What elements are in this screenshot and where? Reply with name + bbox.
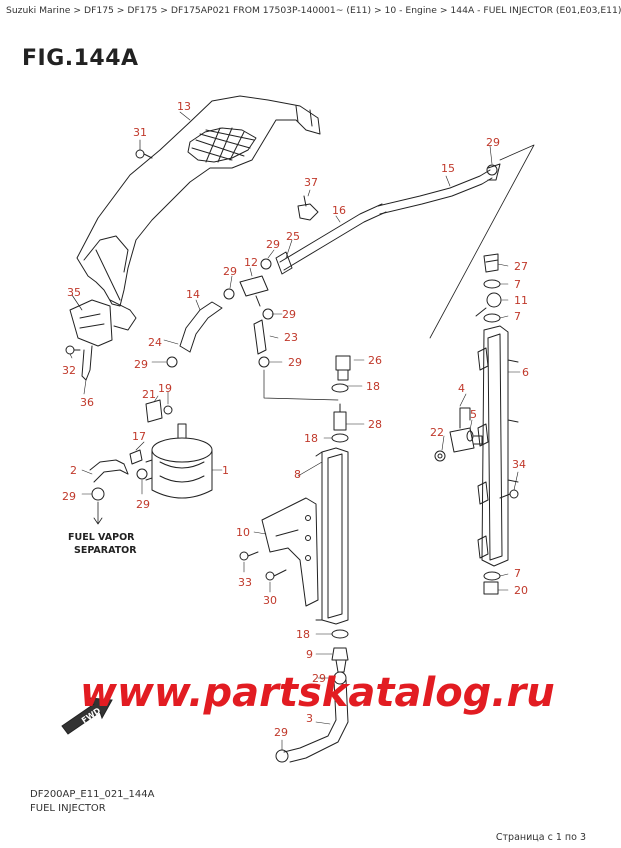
callout-18: 18 xyxy=(304,432,318,445)
part-27-plug xyxy=(483,253,499,273)
callout-7: 7 xyxy=(514,310,521,323)
callout-5: 5 xyxy=(470,408,477,421)
callout-10: 10 xyxy=(236,526,250,539)
part-2-hose xyxy=(89,459,129,483)
part-31-bolt xyxy=(135,149,153,159)
footer-drawing-name: FUEL INJECTOR xyxy=(30,803,106,814)
footer-drawing-code: DF200AP_E11_021_144A xyxy=(30,789,155,800)
pager[interactable]: Страница с 1 по 3 xyxy=(495,832,586,843)
callout-22: 22 xyxy=(430,426,444,439)
part-21-grommet xyxy=(145,399,163,423)
callout-13: 13 xyxy=(177,100,191,113)
part-18-washer xyxy=(331,383,349,393)
part-1-vapor-separator xyxy=(145,423,213,499)
parts-diagram: FWD FUEL VAPOR SEPARATOR www.partskatalo… xyxy=(61,95,555,763)
part-37-clip xyxy=(297,195,319,221)
part-34-bolt xyxy=(499,489,519,499)
watermark: www.partskatalog.ru xyxy=(80,670,555,716)
part-28-union xyxy=(333,403,347,431)
part-15-fuel-pipe xyxy=(377,163,501,215)
part-14-hose xyxy=(179,301,223,353)
part-26-plug xyxy=(335,355,351,381)
part-20-plug xyxy=(483,581,499,595)
callout-29: 29 xyxy=(223,265,237,278)
part-10-bracket xyxy=(261,497,319,607)
callout-15: 15 xyxy=(441,162,455,175)
part-16-fuel-pipe xyxy=(275,203,387,275)
part-17-plug xyxy=(129,449,143,465)
callout-9: 9 xyxy=(306,648,313,661)
callout-14: 14 xyxy=(186,288,200,301)
separator-label-line2: SEPARATOR xyxy=(74,545,137,556)
callout-19: 19 xyxy=(158,382,172,395)
callout-34: 34 xyxy=(512,458,526,471)
callout-35: 35 xyxy=(67,286,81,299)
callout-37: 37 xyxy=(304,176,318,189)
figure-title: FIG.144A xyxy=(22,46,139,71)
part-23-hose xyxy=(253,319,267,355)
callout-25: 25 xyxy=(286,230,300,243)
callout-17: 17 xyxy=(132,430,146,443)
part-8-fuel-rail xyxy=(315,447,349,625)
part-18-washer-c xyxy=(331,629,349,639)
callout-29: 29 xyxy=(282,308,296,321)
part-13-bracket xyxy=(76,95,321,331)
callout-12: 12 xyxy=(244,256,258,269)
callout-29: 29 xyxy=(312,672,326,685)
callout-31: 31 xyxy=(133,126,147,139)
callout-7: 7 xyxy=(514,567,521,580)
part-11-union-bolt xyxy=(475,292,502,317)
part-12-joint xyxy=(239,275,269,307)
part-7-oring-c xyxy=(483,571,501,581)
callout-21: 21 xyxy=(142,388,156,401)
part-18-washer-b xyxy=(331,433,349,443)
part-4-injector xyxy=(449,407,483,453)
part-22-seal xyxy=(434,450,446,462)
callout-1: 1 xyxy=(222,464,229,477)
callout-26: 26 xyxy=(368,354,382,367)
callout-16: 16 xyxy=(332,204,346,217)
callout-29: 29 xyxy=(136,498,150,511)
callout-7: 7 xyxy=(514,278,521,291)
callout-27: 27 xyxy=(514,260,528,273)
callout-30: 30 xyxy=(263,594,277,607)
part-7-oring-b xyxy=(483,313,501,323)
callout-24: 24 xyxy=(148,336,162,349)
callout-11: 11 xyxy=(514,294,528,307)
callout-29: 29 xyxy=(134,358,148,371)
callout-29: 29 xyxy=(266,238,280,251)
callout-33: 33 xyxy=(238,576,252,589)
callout-29: 29 xyxy=(62,490,76,503)
callout-6: 6 xyxy=(522,366,529,379)
part-33-bolt xyxy=(239,551,259,561)
part-19-nut xyxy=(163,405,173,415)
separator-label-line1: FUEL VAPOR xyxy=(68,532,135,543)
part-5-oring xyxy=(466,430,474,442)
callout-8: 8 xyxy=(294,468,301,481)
callout-36: 36 xyxy=(80,396,94,409)
callout-23: 23 xyxy=(284,331,298,344)
callout-3: 3 xyxy=(306,712,313,725)
callout-29: 29 xyxy=(486,136,500,149)
callout-18: 18 xyxy=(366,380,380,393)
callout-4: 4 xyxy=(458,382,465,395)
part-9-fitting xyxy=(331,647,349,673)
callout-28: 28 xyxy=(368,418,382,431)
part-6-fuel-rail xyxy=(477,325,519,567)
callout-32: 32 xyxy=(62,364,76,377)
callout-20: 20 xyxy=(514,584,528,597)
part-7-oring xyxy=(483,279,501,289)
callout-18: 18 xyxy=(296,628,310,641)
breadcrumb[interactable]: Suzuki Marine > DF175 > DF175 > DF175AP0… xyxy=(6,5,621,16)
callout-29: 29 xyxy=(288,356,302,369)
callout-29: 29 xyxy=(274,726,288,739)
callout-2: 2 xyxy=(70,464,77,477)
part-30-bolt xyxy=(265,569,287,581)
